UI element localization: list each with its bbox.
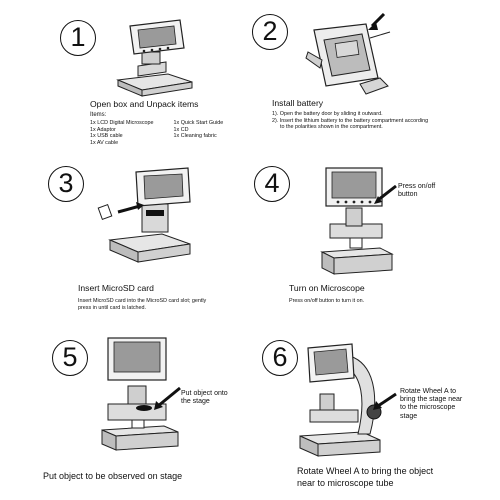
step-3-sdcard-illustration <box>97 167 191 263</box>
step-4-number: 4 <box>254 166 290 202</box>
step-5-stage-illustration <box>101 337 179 451</box>
step-2-number: 2 <box>252 14 288 50</box>
step-5-caption: Put object to be observed on stage <box>43 471 183 481</box>
step-6-caption: Rotate Wheel A to bring the object near … <box>297 465 433 489</box>
step-6-callout-line: bring the stage near <box>400 396 463 404</box>
step-6-callout-line: stage <box>400 412 418 420</box>
step-1-items-column-2: 1x Quick Start Guide 1x CD 1x Cleaning f… <box>174 120 224 146</box>
step-4-microscope-illustration <box>320 167 397 275</box>
step-3-line: Insert MicroSD card into the MicroSD car… <box>78 298 207 304</box>
step-1-item: 1x Quick Start Guide <box>173 120 224 126</box>
step-2-instructions: 1). Open the battery door by sliding it … <box>272 111 428 131</box>
step-1-items-list: 1x LCD Digital Microscope 1x Adaptor 1x … <box>90 120 223 146</box>
step-6-wheel-illustration <box>299 343 382 457</box>
step-5-callout: Put object onto the stage <box>181 390 228 406</box>
step-2-title: Install battery <box>272 98 324 108</box>
step-2-line: 2). Insert the lithium battery to the ba… <box>272 117 429 124</box>
step-3-title: Insert MicroSD card <box>78 283 154 293</box>
step-4-callout-line: button <box>398 191 418 199</box>
step-4-callout: Press on/off button <box>398 183 435 199</box>
step-3-line: press in until card is latched. <box>78 304 147 311</box>
step-4-title: Turn on Microscope <box>289 283 365 293</box>
step-1-items-heading: Items: <box>90 112 107 118</box>
step-6-caption-line: Rotate Wheel A to bring the object <box>297 466 434 476</box>
step-1-number: 1 <box>60 20 96 56</box>
step-6-callout: Rotate Wheel A to bring the stage near t… <box>400 388 462 421</box>
step-4-instruction: Press on/off button to turn it on. <box>289 298 365 304</box>
step-6-callout-line: to the microscope <box>400 404 456 412</box>
step-6-number: 6 <box>262 340 298 376</box>
step-1-microscope-illustration <box>116 19 193 97</box>
step-5-callout-line: the stage <box>181 398 210 406</box>
step-6-callout-line: Rotate Wheel A to <box>400 388 457 395</box>
step-1-title: Open box and Unpack items <box>90 99 199 109</box>
step-5-number: 5 <box>52 340 88 376</box>
step-2-line: to the polarities shown in the compartme… <box>280 124 383 131</box>
step-1-item: 1x AV cable <box>90 139 119 146</box>
step-1-item: 1x Cleaning fabric <box>173 133 217 140</box>
step-6-caption-line: near to microscope tube <box>297 478 394 488</box>
step-5-arrow <box>154 386 181 410</box>
step-1-items-column-1: 1x LCD Digital Microscope 1x Adaptor 1x … <box>90 120 154 146</box>
step-1-item: 1x Adaptor <box>90 126 116 133</box>
step-3-number: 3 <box>48 166 84 202</box>
step-6-arrow <box>373 392 397 410</box>
step-4-callout-line: Press on/off <box>398 183 436 190</box>
step-2-line: 1). Open the battery door by sliding it … <box>272 111 383 117</box>
step-3-instructions: Insert MicroSD card into the MicroSD car… <box>78 298 206 311</box>
step-1-item: 1x LCD Digital Microscope <box>90 120 154 126</box>
step-1-item: 1x CD <box>173 126 189 133</box>
step-1-item: 1x USB cable <box>90 133 123 140</box>
step-5-callout-line: Put object onto <box>181 390 228 397</box>
step-2-battery-illustration <box>305 12 391 95</box>
